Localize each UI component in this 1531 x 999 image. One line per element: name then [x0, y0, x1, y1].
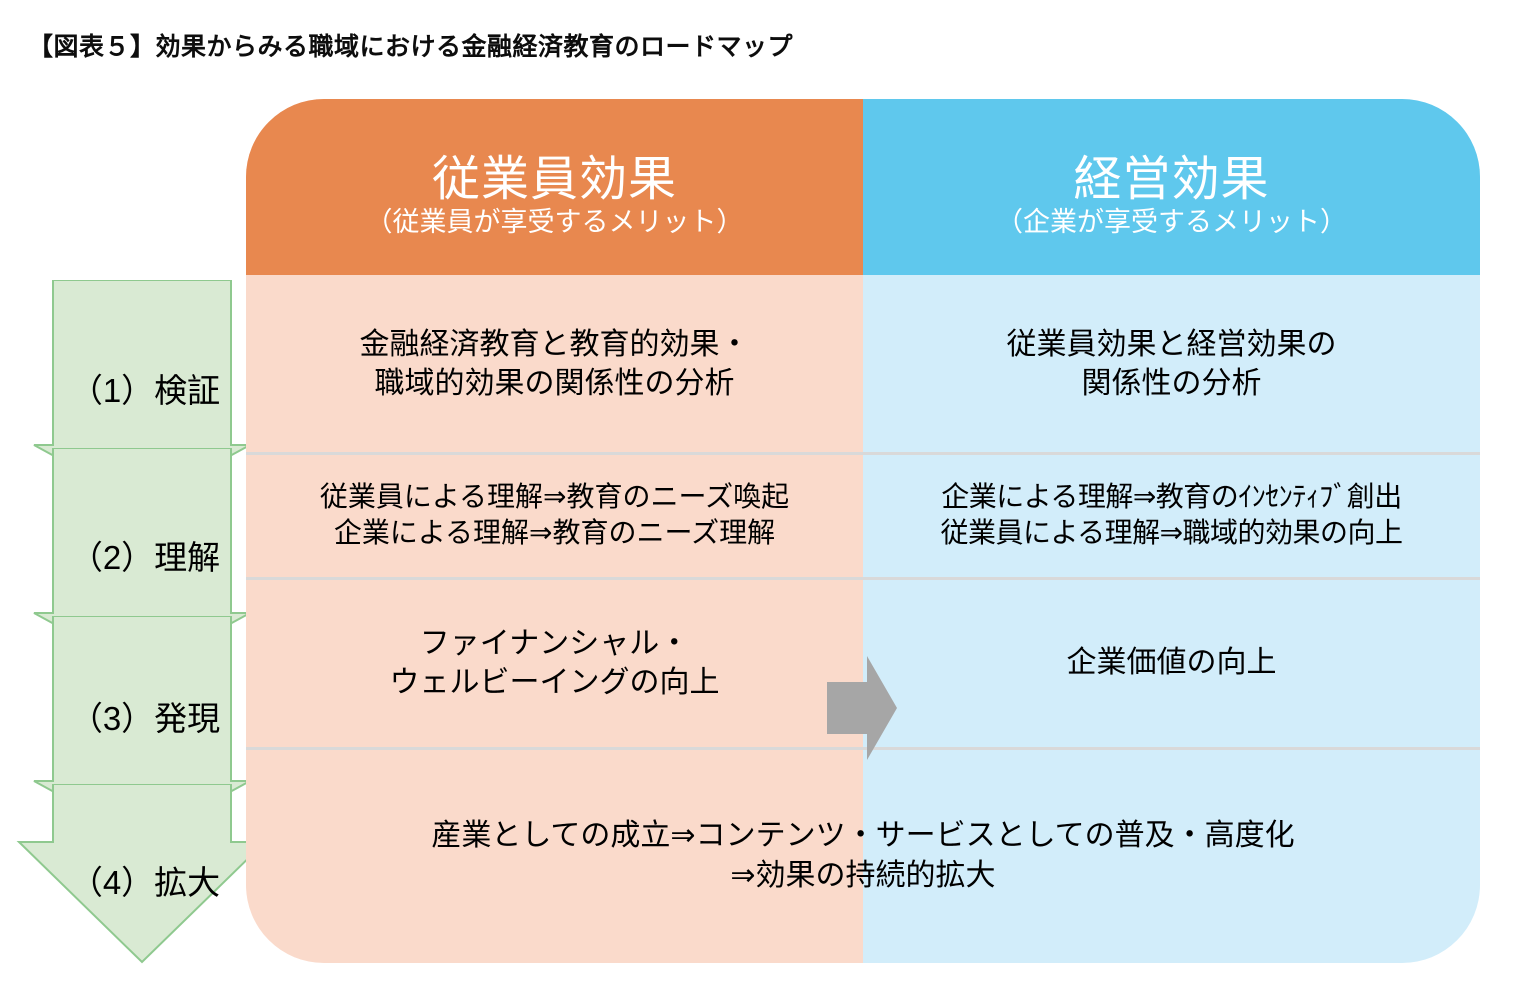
cell-employee-verification: 金融経済教育と教育的効果・ 職域的効果の関係性の分析	[246, 275, 863, 452]
cell-employee-expansion	[246, 748, 863, 963]
stage-label-1: （1）検証	[69, 372, 221, 409]
cell-text: 金融経済教育と教育的効果・ 職域的効果の関係性の分析	[359, 327, 750, 400]
cell-text: 従業員効果と経営効果の 関係性の分析	[1006, 327, 1337, 400]
cell-management-verification: 従業員効果と経営効果の 関係性の分析	[863, 275, 1480, 452]
cell-management-understanding: 企業による理解⇒教育のｲﾝｾﾝﾃｨﾌﾞ創出 従業員による理解⇒職域的効果の向上	[863, 453, 1480, 577]
page-title: 【図表５】効果からみる職域における金融経済教育のロードマップ	[28, 33, 794, 61]
cell-text: 従業員による理解⇒教育のニーズ喚起 企業による理解⇒教育のニーズ理解	[319, 480, 790, 548]
row-separator	[246, 747, 863, 750]
row-separator	[863, 452, 1480, 455]
row-separator	[863, 577, 1480, 580]
stage-label-4: （4）拡大	[69, 864, 221, 901]
stage-arrow-4	[0, 784, 270, 964]
cell-text: 企業価値の向上	[1066, 646, 1277, 679]
stage-arrow-rail: （1）検証 （2）理解 （3）発現 （4）拡大	[0, 0, 300, 999]
column-header-employee: 従業員効果 （従業員が享受するメリット）	[246, 99, 863, 275]
column-management-effect: 経営効果 （企業が享受するメリット） 従業員効果と経営効果の 関係性の分析 企業…	[863, 99, 1480, 963]
cell-text: ファイナンシャル・ ウェルビーイングの向上	[389, 626, 720, 699]
cell-employee-understanding: 従業員による理解⇒教育のニーズ喚起 企業による理解⇒教育のニーズ理解	[246, 453, 863, 577]
right-arrow-icon	[827, 650, 897, 766]
row-separator	[246, 452, 863, 455]
cell-management-expansion	[863, 748, 1480, 963]
row-separator	[863, 747, 1480, 750]
stage-label-3: （3）発現	[69, 700, 221, 737]
cell-management-realization: 企業価値の向上	[863, 578, 1480, 747]
row-separator	[246, 577, 863, 580]
column-title-management: 経営効果	[1073, 152, 1270, 206]
column-employee-effect: 従業員効果 （従業員が享受するメリット） 金融経済教育と教育的効果・ 職域的効果…	[246, 99, 863, 963]
cell-text: 企業による理解⇒教育のｲﾝｾﾝﾃｨﾌﾞ創出 従業員による理解⇒職域的効果の向上	[940, 480, 1403, 548]
column-title-employee: 従業員効果	[431, 152, 677, 206]
column-subtitle-employee: （従業員が享受するメリット）	[365, 207, 744, 238]
cell-employee-realization: ファイナンシャル・ ウェルビーイングの向上	[246, 578, 863, 747]
column-subtitle-management: （企業が享受するメリット）	[996, 207, 1347, 238]
stage-label-2: （2）理解	[69, 539, 221, 576]
column-header-management: 経営効果 （企業が享受するメリット）	[863, 99, 1480, 275]
